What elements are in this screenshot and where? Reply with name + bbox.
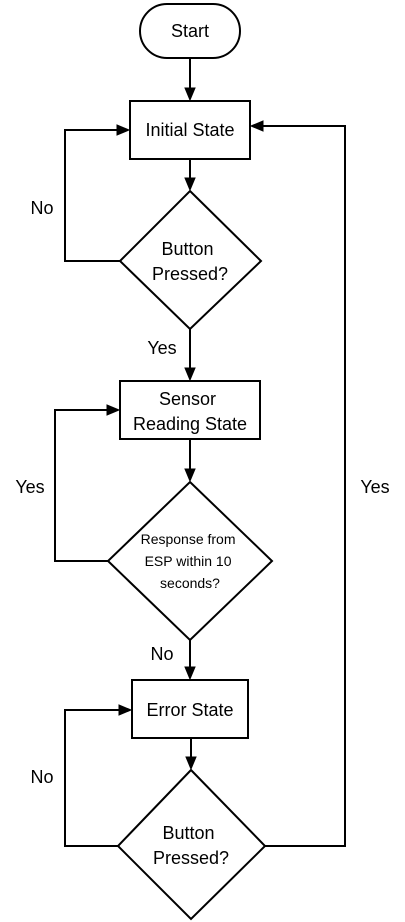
response-from-esp-decision-label: Response from ESP within 10 seconds? [141,531,240,591]
error-state-node-label-line-1: Error State [146,700,233,720]
arrowhead-sensor-to-response [184,468,196,483]
start-node-label: Start [171,21,209,41]
button-pressed-decision-2-shape [116,768,267,921]
sensor-reading-state-node-label-line-2: Reading State [133,414,247,434]
arrowhead-error-to-button2 [185,756,197,771]
initial-state-node-label-line-1: Initial State [145,120,234,140]
start-node-label-line-1: Start [171,21,209,41]
button-pressed-decision-1-label-line-1: Button [161,239,213,259]
arrowhead-response-yes-loop [106,404,121,416]
edge-initial-to-button1 [184,159,196,192]
initial-state-node: Initial State [129,100,251,160]
edge-button2-no-loop [64,704,133,847]
response-from-esp-decision-label-line-1: Response from [141,531,236,547]
edge-error-to-button2 [185,738,197,771]
arrowhead-initial-to-button1 [184,177,196,192]
edge-start-to-initial [184,58,196,102]
edge-label-button1-yes: Yes [147,338,176,358]
edge-sensor-to-response [184,439,196,483]
edge-button1-no-loop [64,124,131,262]
edge-button1-yes-to-sensor [184,329,196,382]
button-pressed-decision-2-label-line-2: Pressed? [153,848,229,868]
button-pressed-decision-1-label-line-2: Pressed? [152,264,228,284]
response-from-esp-decision: Response from ESP within 10 seconds? [106,480,274,642]
start-node: Start [139,3,241,59]
button-pressed-decision-1-label: Button Pressed? [152,239,228,284]
sensor-reading-state-node-label-line-1: Sensor [159,389,216,409]
arrowhead-start-to-initial [184,87,196,102]
arrowhead-button1-yes-to-sensor [184,367,196,382]
button-pressed-decision-1-shape [118,189,263,331]
edge-label-response-no: No [150,644,173,664]
sensor-reading-state-node: Sensor Reading State [119,380,261,440]
arrowhead-button2-no-loop [118,704,133,716]
response-from-esp-decision-label-line-2: ESP within 10 [145,553,232,569]
edge-response-yes-loop [54,404,121,562]
initial-state-node-shape [129,100,251,160]
edge-label-button1-no: No [30,198,53,218]
error-state-node-label: Error State [146,700,233,720]
edge-label-button2-yes: Yes [360,477,389,497]
edge-label-button2-no: No [30,767,53,787]
edge-label-response-yes: Yes [15,477,44,497]
error-state-node: Error State [131,679,249,739]
response-from-esp-decision-label-line-3: seconds? [160,575,220,591]
button-pressed-decision-2: Button Pressed? [116,768,267,921]
arrowhead-response-no-to-error [184,666,196,681]
arrowhead-button1-no-loop [116,124,131,136]
initial-state-node-label: Initial State [145,120,234,140]
sensor-reading-state-node-label: Sensor Reading State [133,389,247,434]
arrowhead-button2-yes-to-initial [249,120,264,132]
edge-response-no-to-error [184,640,196,681]
button-pressed-decision-1: Button Pressed? [118,189,263,331]
button-pressed-decision-2-label: Button Pressed? [153,823,229,868]
edge-button2-yes-to-initial [249,120,346,847]
button-pressed-decision-2-label-line-1: Button [162,823,214,843]
